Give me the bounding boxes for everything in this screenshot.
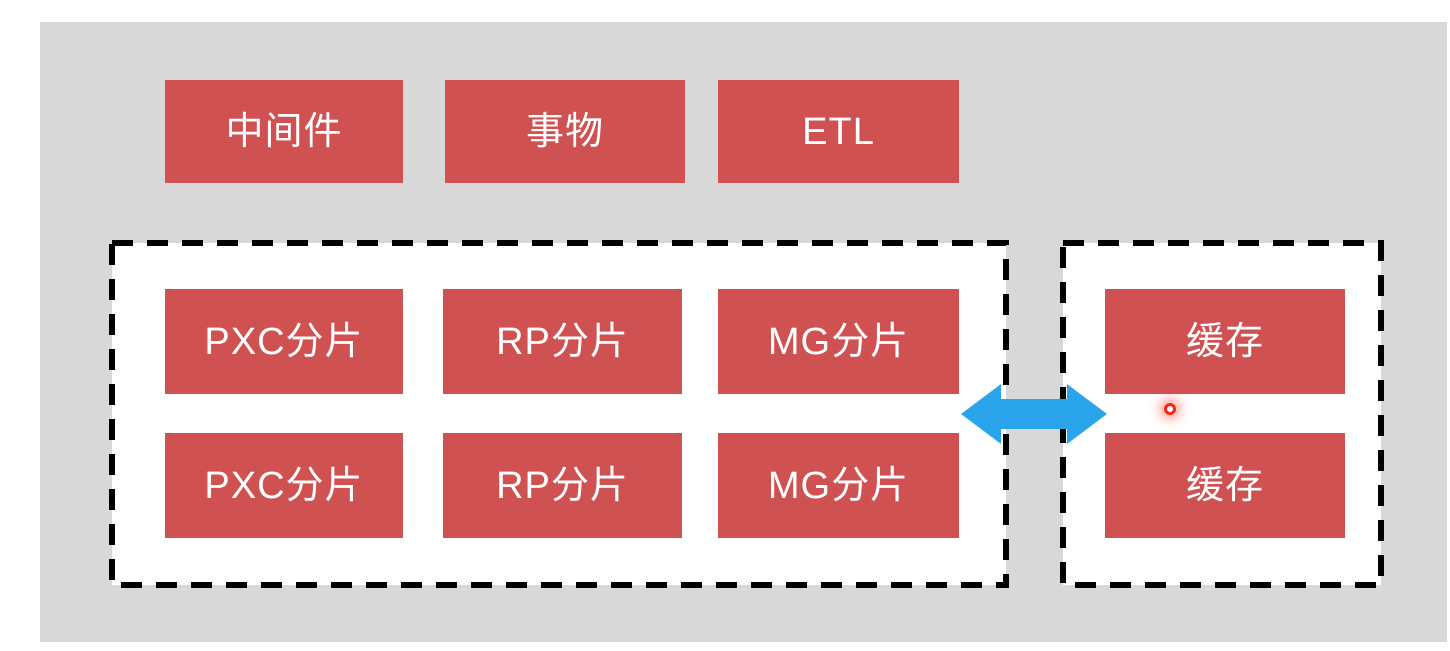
node-rp-shard-2-label: RP分片	[496, 464, 629, 507]
node-etl-label: ETL	[802, 110, 875, 153]
node-mg-shard-2: MG分片	[718, 433, 959, 538]
node-pxc-shard-2-label: PXC分片	[204, 464, 364, 507]
node-mg-shard-1-label: MG分片	[767, 320, 910, 363]
node-cache-2: 缓存	[1105, 433, 1345, 538]
node-cache-2-label: 缓存	[1185, 464, 1264, 507]
node-pxc-shard-1-label: PXC分片	[204, 320, 364, 363]
node-pxc-shard-1: PXC分片	[165, 289, 403, 394]
node-transaction: 事物	[445, 80, 685, 183]
node-mg-shard-1: MG分片	[718, 289, 959, 394]
node-middleware-label: 中间件	[225, 110, 343, 153]
node-mg-shard-2-label: MG分片	[767, 464, 910, 507]
node-middleware: 中间件	[165, 80, 403, 183]
bidirectional-arrow-icon	[961, 384, 1107, 444]
laser-pointer-dot	[1164, 403, 1176, 415]
node-rp-shard-1: RP分片	[443, 289, 682, 394]
node-etl: ETL	[718, 80, 959, 183]
node-cache-1-label: 缓存	[1185, 320, 1264, 363]
node-pxc-shard-2: PXC分片	[165, 433, 403, 538]
node-rp-shard-2: RP分片	[443, 433, 682, 538]
node-rp-shard-1-label: RP分片	[496, 320, 629, 363]
node-transaction-label: 事物	[525, 110, 604, 153]
node-cache-1: 缓存	[1105, 289, 1345, 394]
